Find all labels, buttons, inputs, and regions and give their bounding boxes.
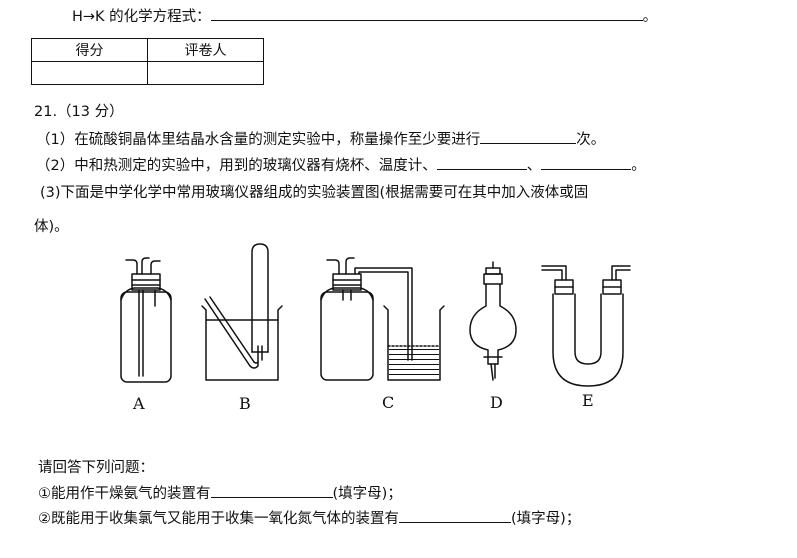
answer-q2-suffix: (填字母)； [511, 511, 581, 527]
hk-equation-label: H→K 的化学方程式： [72, 9, 211, 25]
apparatus-b-beaker [201, 243, 283, 381]
question-part-1: （1）在硫酸铜晶体里结晶水含量的测定实验中，称量操作至少要进行 次。 [36, 129, 605, 150]
part-2-separator: 、 [526, 158, 542, 174]
part-1-suffix: 次。 [576, 132, 606, 148]
label-d: D [490, 393, 503, 412]
hk-equation-blank[interactable] [210, 6, 643, 21]
answer-q2-blank[interactable] [399, 508, 511, 523]
answer-q1-text: ①能用作干燥氨气的装置有 [38, 486, 211, 502]
answer-q2-text: ②既能用于收集氯气又能用于收集一氧化氮气体的装置有 [38, 511, 399, 527]
question-part-2: （2）中和热测定的实验中，用到的玻璃仪器有烧杯、温度计、 、 。 [36, 155, 646, 176]
answer-q1-suffix: (填字母)； [332, 486, 402, 502]
label-c: C [382, 393, 395, 412]
label-b: B [239, 394, 251, 413]
apparatus-e-u-tube [541, 265, 631, 387]
part-1-text: （1）在硫酸铜晶体里结晶水含量的测定实验中，称量操作至少要进行 [36, 132, 481, 148]
part-2-blank-1[interactable] [436, 155, 527, 170]
apparatus-d-separatory-funnel [469, 261, 517, 381]
label-a: A [133, 394, 145, 413]
answer-q1-blank[interactable] [210, 483, 333, 498]
score-cell[interactable] [31, 61, 148, 85]
label-e: E [582, 391, 594, 410]
question-header: 21.（13 分） [34, 104, 124, 120]
apparatus-a-bottle [120, 257, 172, 383]
answer-intro: 请回答下列问题： [38, 460, 154, 476]
apparatus-c-bottle-beaker [320, 257, 445, 381]
part-2-end: 。 [631, 158, 646, 174]
period: 。 [642, 9, 658, 25]
grader-cell[interactable] [147, 61, 264, 85]
question-part-3-line-2: 体)。 [34, 219, 69, 235]
question-part-3-line-1: (3)下面是中学化学中常用玻璃仪器组成的实验装置图(根据需要可在其中加入液体或固 [40, 185, 589, 201]
answer-q2: ②既能用于收集氯气又能用于收集一氧化氮气体的装置有 (填字母)； [38, 508, 580, 529]
hk-equation-line: H→K 的化学方程式： 。 [72, 6, 657, 27]
answer-q1: ①能用作干燥氨气的装置有 (填字母)； [38, 483, 402, 504]
part-2-blank-2[interactable] [541, 155, 632, 170]
part-1-blank[interactable] [480, 129, 577, 144]
apparatus-c-liquid [389, 349, 439, 375]
grader-header: 评卷人 [147, 38, 264, 62]
score-table: 得分 评卷人 [31, 38, 264, 85]
part-2-text: （2）中和热测定的实验中，用到的玻璃仪器有烧杯、温度计、 [36, 158, 437, 174]
